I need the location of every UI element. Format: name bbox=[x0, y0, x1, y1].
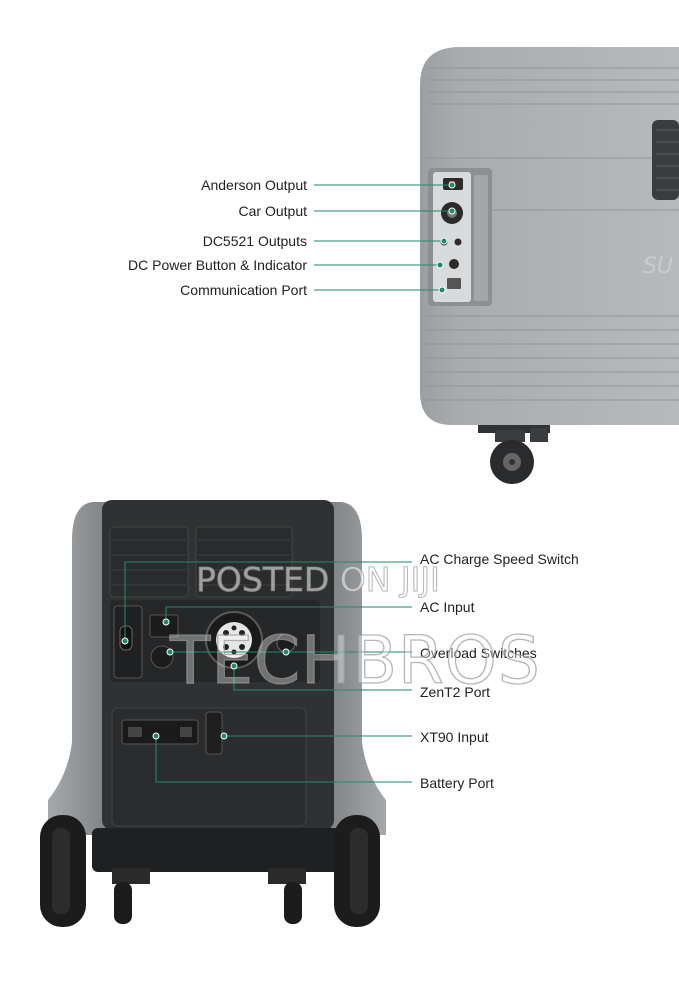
svg-text:SU: SU bbox=[643, 254, 673, 279]
callout-dots bbox=[121, 181, 456, 740]
label-car-output: Car Output bbox=[238, 203, 307, 219]
label-dc5521-outputs: DC5521 Outputs bbox=[202, 233, 307, 249]
callout-lines bbox=[124, 184, 452, 783]
label-dc-power-button: DC Power Button & Indicator bbox=[128, 257, 307, 273]
label-battery-port: Battery Port bbox=[420, 775, 494, 791]
label-anderson-output: Anderson Output bbox=[201, 177, 307, 193]
label-communication-port: Communication Port bbox=[180, 282, 307, 298]
label-ac-charge-speed-switch: AC Charge Speed Switch bbox=[420, 551, 579, 567]
label-zent2-port: ZenT2 Port bbox=[420, 684, 491, 700]
bottom-unit bbox=[40, 500, 386, 927]
label-xt90-input: XT90 Input bbox=[420, 729, 489, 745]
label-ac-input: AC Input bbox=[420, 599, 475, 615]
label-overload-switches: Overload Switches bbox=[420, 645, 537, 661]
top-unit: SU bbox=[420, 47, 679, 484]
